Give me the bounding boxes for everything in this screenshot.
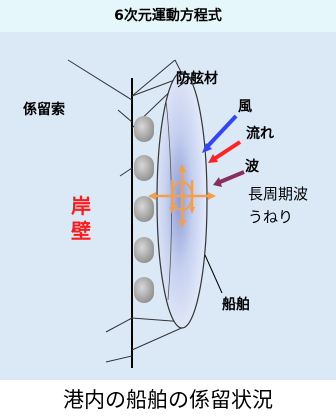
wind-arrow: [204, 114, 238, 150]
wind-arrowhead: [202, 143, 212, 153]
long-period-wave-label: 長周期波: [248, 185, 309, 203]
quay-label-top: 岸: [71, 194, 91, 218]
motion-arrows: [148, 164, 216, 228]
diagram-panel: 6次元運動方程式: [0, 0, 336, 380]
figure-caption: 港内の船舶の係留状況: [63, 388, 273, 412]
wind-label: 風: [238, 99, 252, 115]
swell-label: うねり: [248, 208, 294, 226]
mooring-line-label: 係留索: [23, 102, 65, 118]
wave-label: 波: [245, 159, 259, 175]
current-arrowhead: [208, 154, 218, 163]
fenders: [134, 116, 154, 303]
fender: [134, 116, 154, 142]
fender-label: 防舷材: [176, 71, 218, 87]
wave-arrowhead: [213, 177, 222, 187]
fender-pointer: [177, 77, 191, 88]
ship-label: 船舶: [222, 297, 250, 313]
mooring-diagram: [67, 59, 245, 368]
fender: [134, 277, 154, 303]
current-arrow: [212, 140, 242, 161]
ship-pointer: [204, 254, 223, 294]
current-label: 流れ: [246, 126, 274, 142]
fender: [134, 155, 154, 181]
quay-label-bottom: 壁: [71, 219, 91, 243]
wave-arrow: [219, 170, 245, 184]
fender: [134, 196, 154, 222]
diagram-title: 6次元運動方程式: [0, 0, 336, 32]
fender: [134, 237, 154, 263]
